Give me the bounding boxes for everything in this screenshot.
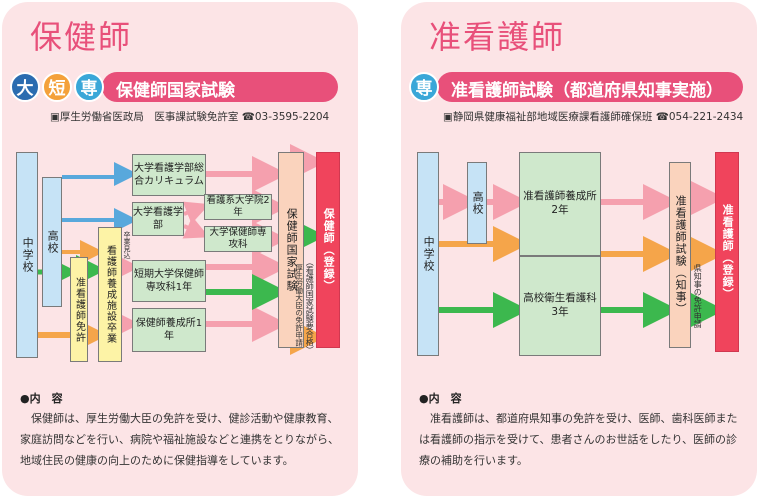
box-university-curriculum: 大学看護学部総合カリキュラム — [132, 154, 206, 196]
box-registration: 准看護師（登録） — [715, 152, 739, 352]
exam-title: 保健師国家試験 — [116, 81, 235, 101]
public-health-nurse-panel: 保健師 大 短 専 保健師国家試験 ▣厚生労働省医政局 医事課試験免許室 ☎03… — [2, 2, 358, 496]
badge-junior-college: 短 — [42, 72, 72, 102]
box-middle-school: 中学校 — [417, 152, 439, 356]
box-middle-school: 中学校 — [16, 152, 38, 358]
qualification-flow-arrows — [439, 180, 725, 328]
arrow-nursing-special — [182, 216, 210, 239]
contact-office: 厚生労働省医政局 医事課試験免許室 — [59, 111, 239, 123]
box-registration: 保健師（登録） — [316, 152, 340, 348]
arrow-nursing-grad — [182, 201, 210, 224]
box-training-school: 准看護師養成所2年 — [519, 152, 601, 256]
badge-university: 大 — [10, 72, 40, 102]
exam-title-bar — [437, 72, 743, 102]
content-text: 准看護師は、都道府県知事の免許を受け、医師、歯科医師または看護師の指示を受けて、… — [419, 412, 738, 467]
exam-title-bar — [102, 72, 338, 102]
box-nurse-training-graduate: 看護師養成施設卒業 — [98, 227, 122, 362]
badge-vocational: 専 — [409, 72, 439, 102]
arrow-hs-curriculum — [62, 162, 138, 186]
box-high-school-nursing-course: 高校衛生看護科3年 — [519, 256, 601, 356]
panel-title: 准看護師 — [429, 18, 566, 56]
office-icon: ▣ — [50, 111, 60, 123]
contact-phone: 054-221-2434 — [668, 111, 744, 123]
note-license-application: 厚生労働大臣の免許申請 — [294, 264, 304, 347]
box-university-nursing: 大学看護学部 — [132, 202, 184, 236]
exam-title: 准看護師試験（都道府県知事実施） — [451, 81, 723, 101]
badge-vocational: 専 — [74, 72, 104, 102]
note-license-application: 県知事の免許申請 — [693, 264, 703, 328]
box-university-special: 大学保健師専攻科 — [204, 226, 272, 252]
box-nurse-license: 准看護師免許 — [70, 257, 88, 362]
office-icon: ▣ — [443, 111, 453, 123]
assistant-nurse-panel: 准看護師 専 准看護師試験（都道府県知事実施） ▣静岡県健康福祉部地域医療課看護… — [401, 2, 757, 496]
box-high-school: 高校 — [467, 162, 487, 244]
phone-icon: ☎ — [655, 111, 669, 123]
contact-line: ▣静岡県健康福祉部地域医療課看護師確保班 ☎054-221-2434 — [443, 109, 743, 124]
phone-icon: ☎ — [241, 111, 255, 123]
box-training-school: 保健師養成所1年 — [132, 308, 206, 352]
contact-line: ▣厚生労働省医政局 医事課試験免許室 ☎03-3595-2204 — [50, 109, 329, 124]
note-graduate-expected: 卒業見込 — [123, 231, 132, 259]
note-exam-requirement: （看護師国家試験要合格） — [305, 258, 315, 354]
content-heading: ●内 容 — [419, 392, 462, 405]
panel-title: 保健師 — [30, 18, 133, 56]
box-assistant-nurse-exam: 准看護師試験（知事） — [669, 162, 691, 348]
box-junior-college: 短期大学保健師専攻科1年 — [132, 260, 206, 302]
content-text: 保健師は、厚生労働大臣の免許を受け、健診活動や健康教育、家庭訪問などを行い、病院… — [20, 412, 339, 467]
content-heading: ●内 容 — [20, 392, 63, 405]
box-national-exam: 保健師国家試験 — [278, 152, 304, 348]
box-high-school: 高校 — [42, 177, 62, 307]
contact-office: 静岡県健康福祉部地域医療課看護師確保班 — [452, 111, 653, 123]
contact-phone: 03-3595-2204 — [254, 111, 330, 123]
box-graduate-school: 看護系大学院2年 — [204, 194, 272, 220]
